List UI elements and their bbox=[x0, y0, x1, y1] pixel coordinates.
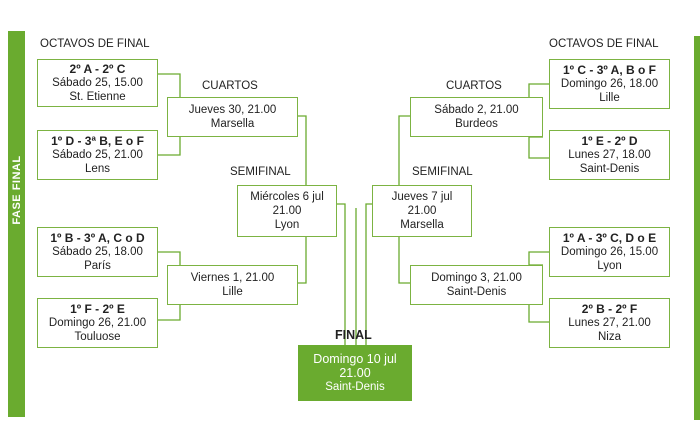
match-teams: 1º E - 2º D bbox=[581, 134, 638, 148]
semifinal-right-header: SEMIFINAL bbox=[412, 166, 473, 178]
final-header: FINAL bbox=[335, 328, 372, 342]
match-date: Sábado 25, 18.00 bbox=[52, 246, 143, 258]
semifinal-right-match: Jueves 7 jul 21.00 Marsella bbox=[372, 185, 472, 237]
match-teams: 2º A - 2º C bbox=[69, 62, 126, 76]
octavos-right-match-2: 1º E - 2º D Lunes 27, 18.00 Saint-Denis bbox=[549, 130, 670, 180]
match-city: Lille bbox=[599, 92, 620, 104]
right-edge-bar bbox=[694, 36, 700, 420]
connector-oct-r2-cuartos bbox=[528, 136, 549, 159]
match-teams: 1º F - 2º E bbox=[70, 302, 125, 316]
match-city: París bbox=[84, 260, 111, 272]
match-teams: 1º B - 3º A, C o D bbox=[50, 231, 145, 245]
match-teams: 2º B - 2º F bbox=[581, 302, 638, 316]
semifinal-left-match: Miércoles 6 jul 21.00 Lyon bbox=[237, 185, 337, 237]
match-date: Jueves 7 jul bbox=[391, 191, 453, 203]
match-city: Lyon bbox=[597, 260, 622, 272]
match-date: Lunes 27, 21.00 bbox=[568, 317, 651, 329]
match-city: Niza bbox=[597, 331, 621, 343]
octavos-left-match-4: 1º F - 2º E Domingo 26, 21.00 Touluose bbox=[37, 298, 158, 348]
match-time: 21.00 bbox=[407, 205, 437, 217]
match-date: Viernes 1, 21.00 bbox=[190, 272, 275, 284]
final-city: Saint-Denis bbox=[325, 381, 385, 393]
match-time: 21.00 bbox=[272, 205, 302, 217]
match-date: Domingo 3, 21.00 bbox=[431, 272, 522, 284]
cuartos-right-match-1: Sábado 2, 21.00 Burdeos bbox=[410, 97, 543, 137]
final-time: 21.00 bbox=[339, 366, 371, 380]
cuartos-right-match-2: Domingo 3, 21.00 Saint-Denis bbox=[410, 265, 543, 305]
match-city: Lille bbox=[222, 286, 243, 298]
cuartos-left-match-1: Jueves 30, 21.00 Marsella bbox=[167, 97, 298, 137]
match-city: Lyon bbox=[274, 219, 300, 231]
cuartos-left-header: CUARTOS bbox=[202, 80, 258, 92]
octavos-left-header: OCTAVOS DE FINAL bbox=[40, 38, 150, 50]
connector-oct-r4-cuartos bbox=[528, 302, 549, 323]
octavos-right-match-1: 1º C - 3º A, B o F Domingo 26, 18.00 Lil… bbox=[549, 59, 670, 109]
octavos-right-match-4: 2º B - 2º F Lunes 27, 21.00 Niza bbox=[549, 298, 670, 348]
fase-final-sidebar bbox=[8, 31, 25, 417]
cuartos-right-header: CUARTOS bbox=[446, 80, 502, 92]
octavos-left-match-3: 1º B - 3º A, C o D Sábado 25, 18.00 Parí… bbox=[37, 227, 158, 277]
octavos-left-match-2: 1º D - 3ª B, E o F Sábado 25, 21.00 Lens bbox=[37, 130, 158, 180]
match-city: St. Etienne bbox=[69, 91, 126, 103]
octavos-left-match-1: 2º A - 2º C Sábado 25, 15.00 St. Etienne bbox=[37, 59, 158, 107]
match-date: Sábado 25, 15.00 bbox=[52, 77, 143, 89]
octavos-right-match-3: 1º A - 3º C, D o E Domingo 26, 15.00 Lyo… bbox=[549, 227, 670, 277]
match-date: Domingo 26, 18.00 bbox=[560, 78, 659, 90]
semifinal-left-header: SEMIFINAL bbox=[230, 166, 291, 178]
match-city: Lens bbox=[85, 163, 110, 175]
match-city: Marsella bbox=[210, 118, 255, 130]
connector-semi-l-final bbox=[337, 203, 346, 345]
cuartos-left-match-2: Viernes 1, 21.00 Lille bbox=[167, 265, 298, 305]
match-city: Marsella bbox=[400, 219, 444, 231]
match-city: Burdeos bbox=[455, 118, 498, 130]
match-date: Jueves 30, 21.00 bbox=[188, 104, 277, 116]
final-match: Domingo 10 jul 21.00 Saint-Denis bbox=[298, 345, 412, 401]
match-teams: 1º A - 3º C, D o E bbox=[562, 231, 657, 245]
match-city: Touluose bbox=[74, 331, 121, 343]
match-date: Domingo 26, 21.00 bbox=[48, 317, 147, 329]
match-date: Lunes 27, 18.00 bbox=[568, 149, 651, 161]
match-city: Saint-Denis bbox=[446, 286, 507, 298]
match-teams: 1º D - 3ª B, E o F bbox=[51, 134, 144, 148]
match-date: Sábado 2, 21.00 bbox=[434, 104, 519, 116]
connector-oct-l4-cuartos bbox=[158, 302, 181, 321]
match-date: Domingo 26, 15.00 bbox=[560, 246, 659, 258]
match-teams: 1º C - 3º A, B o F bbox=[563, 63, 656, 77]
match-date: Miércoles 6 jul bbox=[250, 191, 324, 203]
connector-oct-r3-cuartos bbox=[528, 251, 549, 266]
connector-semi-r-final bbox=[365, 203, 372, 345]
match-date: Sábado 25, 21.00 bbox=[52, 149, 143, 161]
match-city: Saint-Denis bbox=[579, 163, 640, 175]
octavos-right-header: OCTAVOS DE FINAL bbox=[549, 38, 659, 50]
final-date: Domingo 10 jul bbox=[313, 352, 397, 366]
